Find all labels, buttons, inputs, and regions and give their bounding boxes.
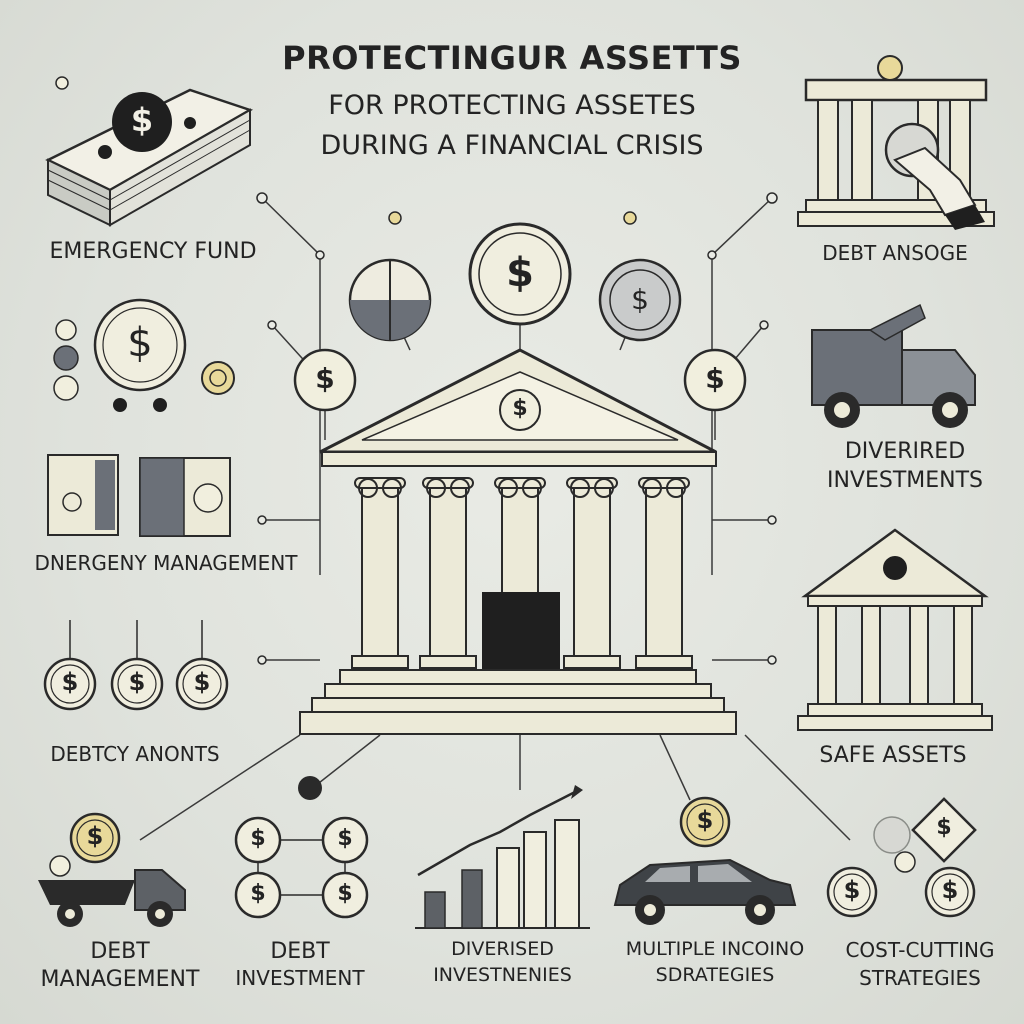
dollar-sign-icon: $	[128, 668, 146, 696]
dollar-sign-icon: $	[250, 826, 266, 851]
dollar-sign-icon: $	[130, 101, 154, 139]
label-debtcy-anonts: DEBTCY ANONTS	[50, 742, 220, 766]
dollar-sign-icon: $	[512, 396, 528, 421]
label-cost-cutting-line1: COST-CUTTING	[845, 938, 995, 962]
dollar-sign-icon: $	[193, 668, 211, 696]
subtitle-line-1: FOR PROTECTING ASSETES	[328, 90, 696, 121]
cost-cutting-coins-icon	[826, 797, 977, 918]
top-coins	[293, 211, 747, 431]
temple-hand-icon	[797, 55, 995, 230]
dollar-sign-icon: $	[696, 806, 714, 834]
label-debt-ansoge: DEBT ANSOGE	[822, 241, 968, 265]
dollar-sign-icon: $	[127, 320, 153, 366]
label-multiple-incoino-line2: SDRATEGIES	[655, 964, 775, 986]
dollar-sign-icon: $	[86, 822, 104, 850]
dollar-sign-icon: $	[337, 826, 353, 851]
dump-truck-icon	[38, 812, 186, 927]
page-title: PROTECTINGUR ASSETTS	[282, 39, 742, 77]
dollar-sign-icon: $	[843, 876, 861, 904]
connector-nodes	[256, 192, 778, 665]
label-dnergency-management: DNERGENY MANAGEMENT	[34, 551, 298, 575]
dollar-sign-icon: $	[337, 881, 353, 906]
label-debt-management-line2: MANAGEMENT	[40, 967, 200, 992]
dollar-sign-icon: $	[631, 283, 649, 316]
dollar-sign-icon: $	[250, 881, 266, 906]
label-diversified-investments-line2: INVESTMENTS	[826, 468, 984, 493]
car-icon	[613, 796, 797, 925]
dollar-sign-icon: $	[506, 250, 534, 296]
label-cost-cutting-line2: STRATEGIES	[859, 966, 981, 990]
label-diversified-investnenies-line1: DIVERISED	[451, 938, 554, 960]
label-debt-management-line1: DEBT	[90, 939, 150, 964]
dollar-sign-icon: $	[936, 815, 952, 840]
dollar-sign-icon: $	[315, 362, 335, 395]
label-emergency-fund: EMERGENCY FUND	[49, 239, 257, 264]
label-debt-investment-line1: DEBT	[270, 939, 330, 964]
coin-grid-icon	[234, 776, 369, 919]
appliances-icon	[47, 454, 231, 537]
label-safe-assets: SAFE ASSETS	[819, 743, 967, 768]
subtitle-line-2: DURING A FINANCIAL CRISIS	[320, 130, 704, 161]
label-diversified-investnenies-line2: INVESTNENIES	[433, 964, 572, 986]
label-diversified-investments-line1: DIVERIRED	[844, 439, 966, 464]
truck-icon	[811, 303, 976, 428]
dollar-sign-icon: $	[705, 362, 725, 395]
safe-assets-temple-icon	[797, 528, 993, 731]
savings-coins-icon	[53, 298, 235, 412]
dollar-sign-icon: $	[61, 668, 79, 696]
dollar-sign-icon: $	[941, 876, 959, 904]
label-multiple-incoino-line1: MULTIPLE INCOINO	[625, 938, 805, 960]
label-debt-investment-line2: INVESTMENT	[235, 966, 365, 990]
growth-bar-chart-icon	[415, 785, 590, 929]
cash-stack-icon	[45, 76, 254, 227]
three-coins-icon	[43, 620, 229, 711]
